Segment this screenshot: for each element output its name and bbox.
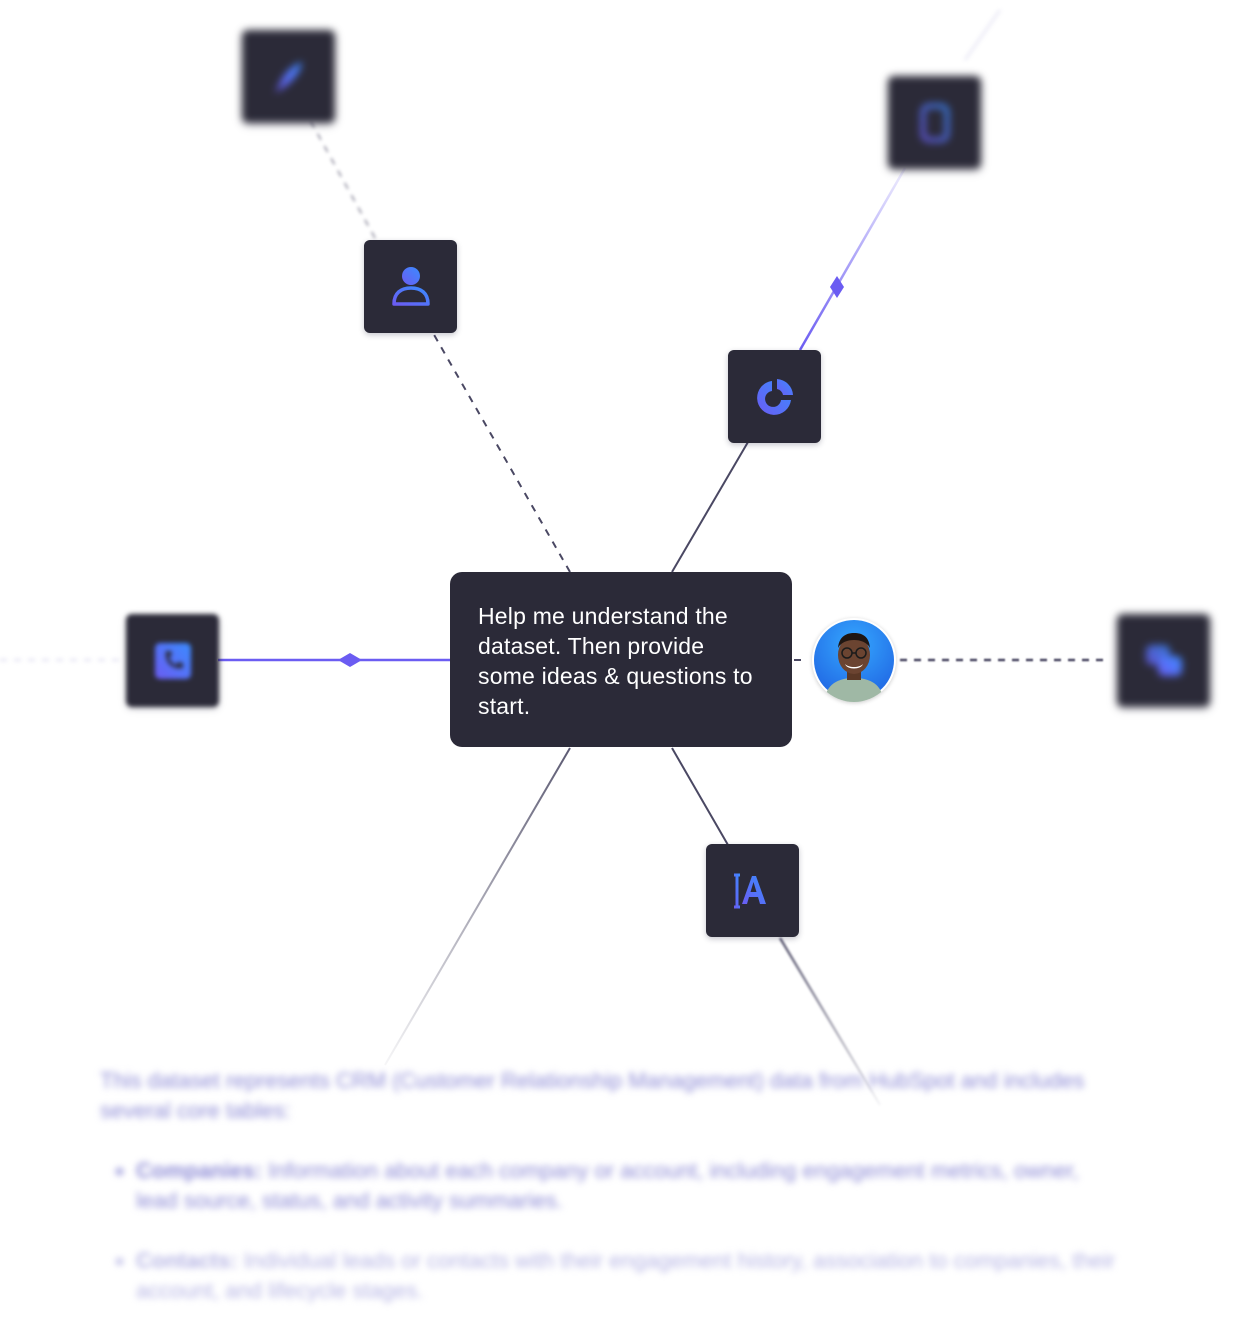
connector-pie <box>671 441 749 573</box>
rocket-icon <box>273 61 302 92</box>
user-icon <box>391 266 430 306</box>
database-node[interactable] <box>888 76 981 169</box>
text-node[interactable] <box>706 844 799 937</box>
phone-node[interactable] <box>126 614 219 707</box>
user-avatar-icon <box>814 620 894 702</box>
user-node[interactable] <box>364 240 457 333</box>
prompt-text: Help me understand the dataset. Then pro… <box>478 603 753 719</box>
answer-preview: This dataset represents CRM (Customer Re… <box>100 1066 1120 1336</box>
connector-phone-marker <box>338 653 362 667</box>
database-icon <box>920 103 949 142</box>
answer-intro: This dataset represents CRM (Customer Re… <box>100 1068 1085 1123</box>
connector-database-extension <box>964 9 1001 61</box>
chat-bubbles-icon <box>1145 644 1182 676</box>
pie-chart-icon <box>756 378 793 415</box>
answer-item-text: Information about each company or accoun… <box>136 1158 1079 1213</box>
text-cursor-icon <box>733 873 766 908</box>
connector-user <box>432 332 571 573</box>
rocket-node[interactable] <box>242 30 335 123</box>
chat-node[interactable] <box>1117 614 1210 707</box>
connector-database-marker <box>830 276 844 298</box>
answer-item: Contacts: Individual leads or contacts w… <box>136 1246 1120 1306</box>
connector-database <box>798 167 907 351</box>
connector-text <box>671 747 729 846</box>
phone-icon <box>154 642 191 679</box>
avatar[interactable] <box>812 618 896 702</box>
answer-item-text: Individual leads or contacts with their … <box>136 1248 1116 1303</box>
answer-item: Companies: Information about each compan… <box>136 1156 1120 1216</box>
connector-text-extension <box>778 937 882 1106</box>
answer-list: Companies: Information about each compan… <box>100 1156 1120 1306</box>
prompt-bubble: Help me understand the dataset. Then pro… <box>450 572 792 747</box>
connector-rocket <box>309 119 376 239</box>
answer-item-name: Contacts: <box>136 1248 238 1273</box>
pie-chart-node[interactable] <box>728 350 821 443</box>
answer-item-name: Companies: <box>136 1158 262 1183</box>
connector-answer <box>384 747 571 1066</box>
